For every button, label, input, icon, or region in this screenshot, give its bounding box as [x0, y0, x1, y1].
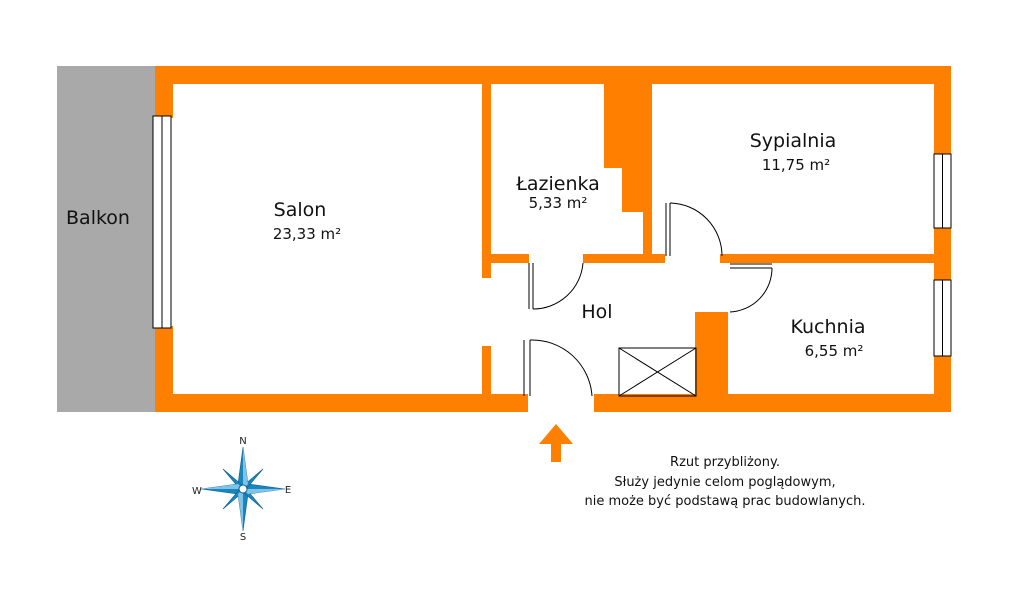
disclaimer-line-1: Rzut przybliżony. [670, 455, 780, 470]
entrance-arrow-icon [539, 424, 573, 462]
disclaimer-line-3: nie może być podstawą prac budowlanych. [584, 494, 865, 509]
doors [523, 202, 773, 397]
compass-rose-icon [200, 446, 286, 532]
vent-shaft [618, 347, 697, 397]
room-name-salon: Salon [274, 199, 327, 221]
room-area-salon: 23,33 m² [273, 225, 341, 243]
room-name-lazienka: Łazienka [515, 173, 600, 195]
balcony [57, 66, 157, 412]
compass-s-label: S [240, 532, 246, 543]
room-name-sypialnia: Sypialnia [750, 130, 837, 152]
compass-e-label: E [285, 485, 291, 496]
room-area-sypialnia: 11,75 m² [762, 156, 830, 174]
balcony-label: Balkon [66, 207, 130, 229]
disclaimer-line-2: Służy jedynie celom poglądowym, [614, 475, 835, 490]
walls [155, 66, 951, 412]
compass-w-label: W [192, 486, 202, 497]
room-name-kuchnia: Kuchnia [790, 316, 865, 338]
compass-n-label: N [239, 436, 246, 447]
windows [152, 115, 952, 357]
room-area-kuchnia: 6,55 m² [805, 342, 864, 360]
room-area-lazienka: 5,33 m² [529, 194, 588, 212]
room-name-hol: Hol [581, 301, 612, 323]
